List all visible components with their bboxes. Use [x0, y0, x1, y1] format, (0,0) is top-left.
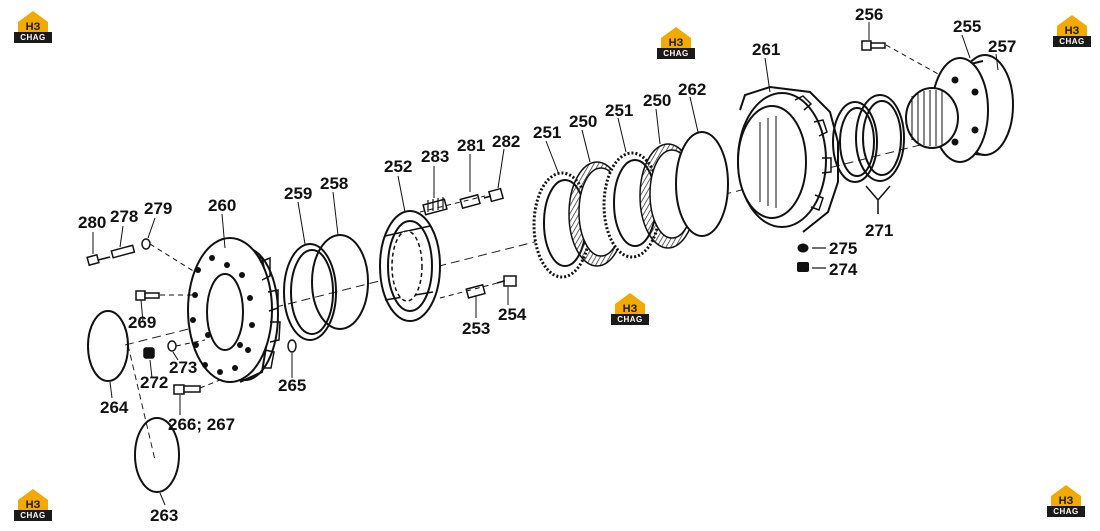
house-logo-icon: НЗ	[1057, 15, 1087, 36]
label-275: 275	[829, 239, 857, 258]
part-275-washer	[797, 243, 809, 253]
part-283-spring	[422, 197, 448, 216]
part-265-o-ring	[287, 339, 297, 353]
part-259-ring	[283, 243, 337, 341]
part-278-bolt	[110, 244, 136, 259]
part-271-sealing-rings	[832, 94, 905, 183]
svg-text:НЗ: НЗ	[623, 303, 638, 314]
svg-text:НЗ: НЗ	[26, 21, 41, 32]
label-251-b: 251	[605, 101, 633, 120]
seal-ring-guide-line	[127, 344, 156, 461]
part-261-clutch-drum	[737, 85, 839, 233]
label-265: 265	[278, 376, 306, 395]
part-269-screw	[135, 290, 160, 301]
leader-lines	[92, 22, 999, 506]
label-255: 255	[953, 17, 981, 36]
label-254: 254	[498, 305, 527, 324]
watermark-logo-bottom-right: НЗ CHAG	[1047, 484, 1085, 518]
watermark-text: CHAG	[14, 510, 52, 521]
label-272: 272	[140, 373, 168, 392]
watermark-text: CHAG	[611, 314, 649, 325]
watermark-logo-top-center: НЗ CHAG	[657, 26, 695, 60]
label-253: 253	[462, 319, 490, 338]
label-283: 283	[421, 147, 449, 166]
svg-text:НЗ: НЗ	[669, 37, 684, 48]
label-251-a: 251	[533, 123, 561, 142]
label-256: 256	[855, 5, 883, 24]
label-250-a: 250	[569, 112, 597, 131]
part-266-267-screw	[173, 384, 201, 395]
part-254-screw	[496, 275, 517, 287]
house-logo-icon: НЗ	[18, 11, 48, 32]
watermark-text: CHAG	[14, 32, 52, 43]
part-273-seal	[167, 340, 177, 352]
house-logo-icon: НЗ	[661, 27, 691, 48]
part-274-plug	[797, 262, 809, 272]
house-logo-icon: НЗ	[18, 489, 48, 510]
part-271-bracket	[865, 185, 891, 214]
part-281-pin	[459, 193, 481, 210]
part-258-snap-ring	[311, 234, 369, 330]
label-266-267: 266; 267	[168, 415, 235, 434]
label-274: 274	[829, 260, 858, 279]
part-255-output-hub	[905, 54, 1014, 163]
house-logo-icon: НЗ	[615, 293, 645, 314]
watermark-text: CHAG	[1047, 506, 1085, 517]
label-282: 282	[492, 132, 520, 151]
part-263-seal-ring	[134, 417, 180, 493]
label-261: 261	[752, 40, 780, 59]
watermark-logo-top-right: НЗ CHAG	[1053, 14, 1091, 48]
part-253-pin	[465, 283, 486, 299]
part-280-screw	[86, 253, 111, 267]
label-281: 281	[457, 136, 485, 155]
part-256-bolt	[861, 40, 886, 51]
label-264: 264	[100, 398, 129, 417]
part-260-housing	[187, 237, 281, 383]
label-278: 278	[110, 207, 138, 226]
part-264-seal-ring	[87, 310, 129, 382]
part-262-end-plate	[675, 131, 729, 237]
watermark-logo-center: НЗ CHAG	[611, 292, 649, 326]
label-258: 258	[320, 174, 348, 193]
part-272-plug	[143, 347, 155, 359]
part-282-screw	[483, 187, 505, 203]
watermark-text: CHAG	[1053, 36, 1091, 47]
label-269: 269	[128, 313, 156, 332]
house-logo-icon: НЗ	[1051, 485, 1081, 506]
label-260: 260	[208, 196, 236, 215]
label-259: 259	[284, 184, 312, 203]
label-280: 280	[78, 213, 106, 232]
label-262: 262	[678, 80, 706, 99]
part-279-washer	[141, 238, 151, 250]
label-252: 252	[384, 157, 412, 176]
label-250-b: 250	[643, 91, 671, 110]
svg-text:НЗ: НЗ	[1065, 25, 1080, 36]
part-252-piston	[379, 210, 441, 322]
watermark-text: CHAG	[657, 48, 695, 59]
watermark-logo-top-left: НЗ CHAG	[14, 10, 52, 44]
label-273: 273	[169, 358, 197, 377]
svg-text:НЗ: НЗ	[26, 499, 41, 510]
label-279: 279	[144, 199, 172, 218]
label-263: 263	[150, 506, 178, 525]
label-257: 257	[988, 37, 1016, 56]
svg-text:НЗ: НЗ	[1059, 495, 1074, 506]
label-271: 271	[865, 221, 893, 240]
watermark-logo-bottom-left: НЗ CHAG	[14, 488, 52, 522]
